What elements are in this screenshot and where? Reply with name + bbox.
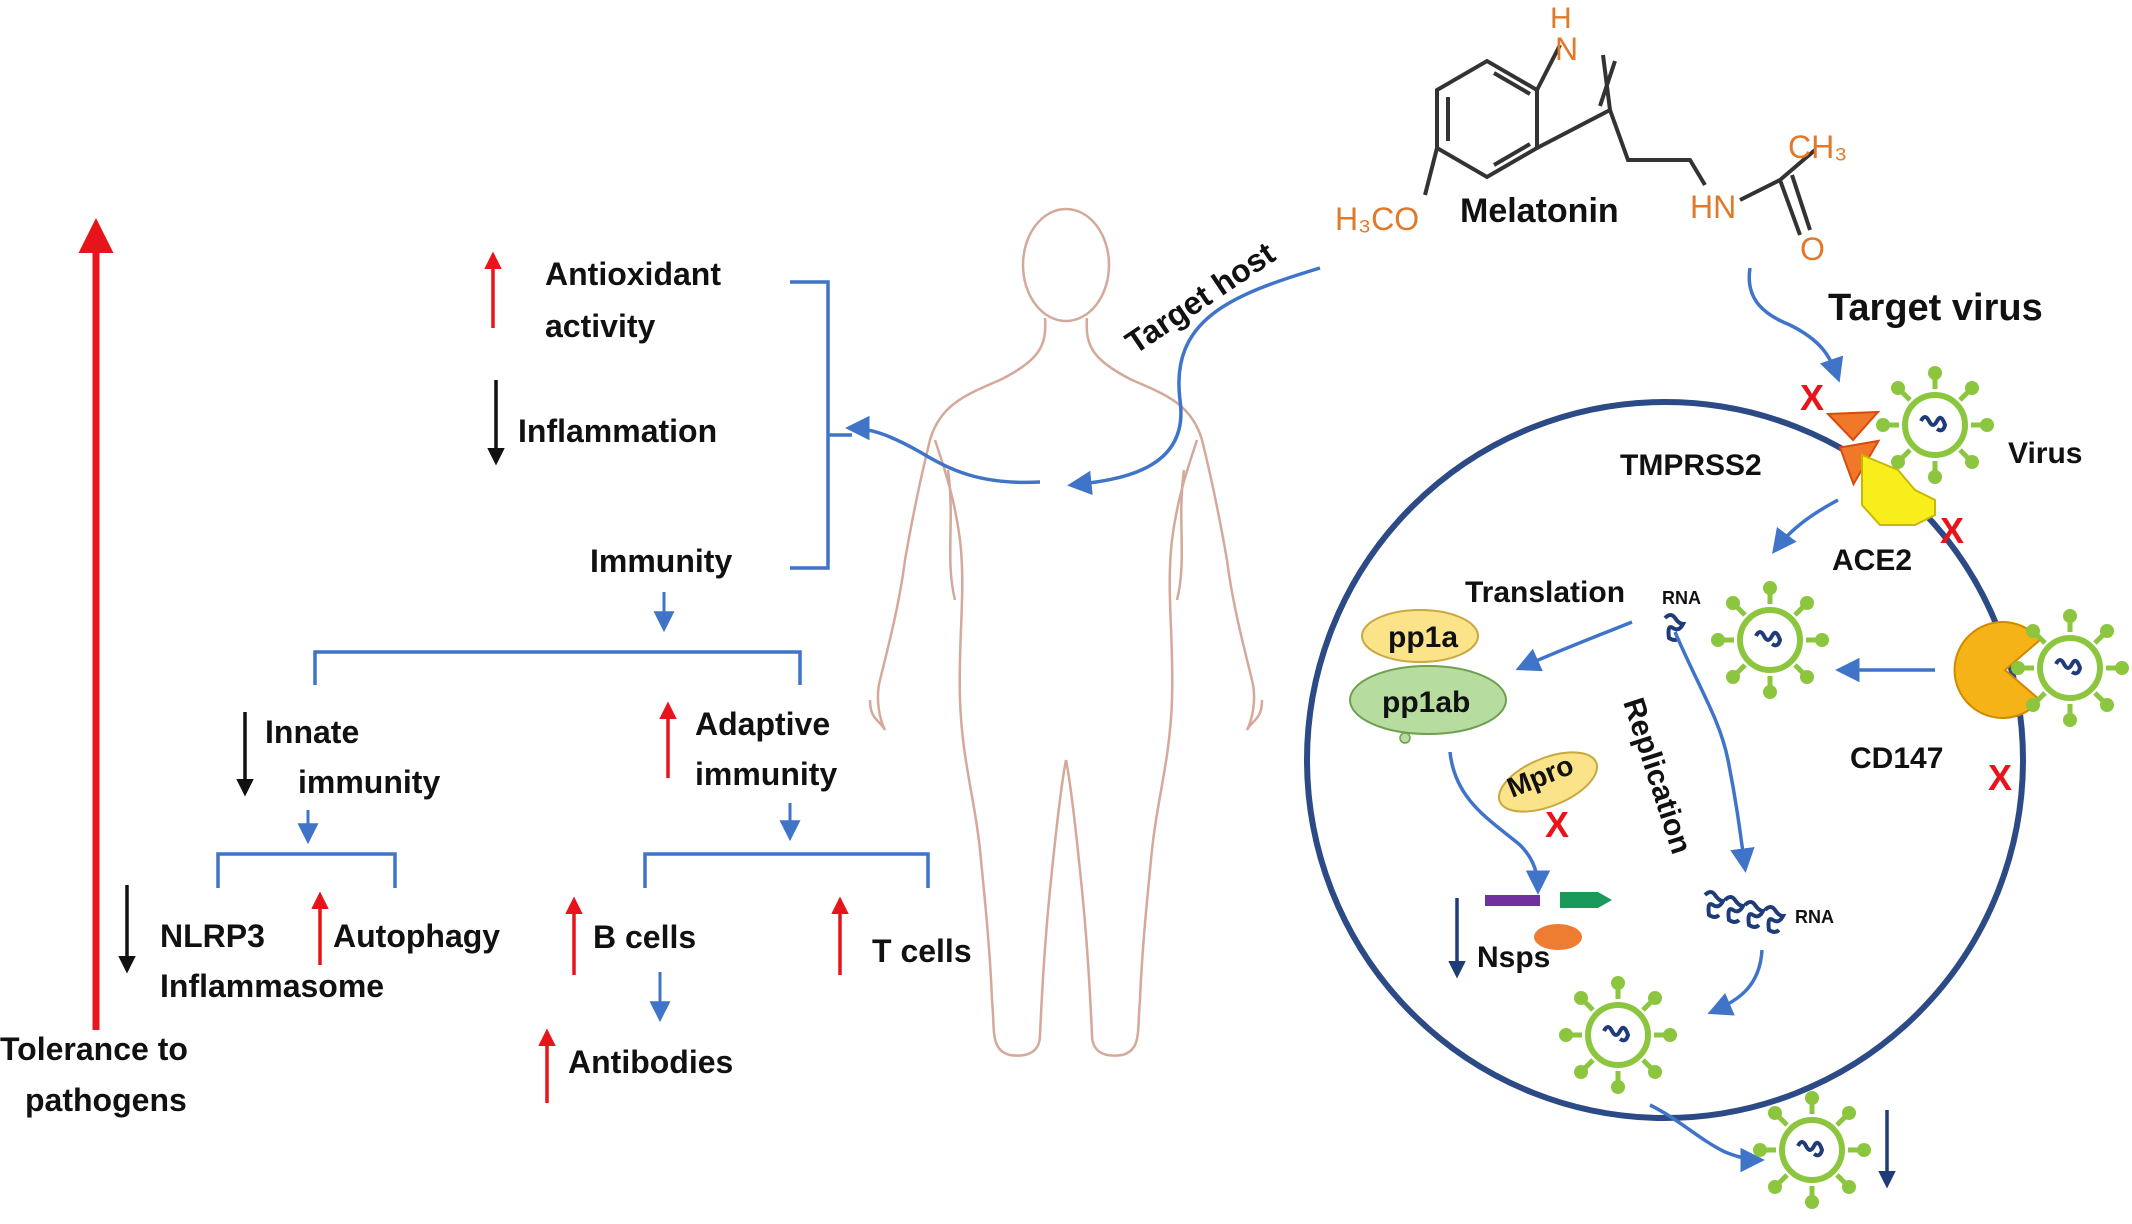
virus-label: Virus xyxy=(2008,437,2083,470)
target-virus-arrow xyxy=(1747,267,1844,383)
cell-membrane xyxy=(1304,399,2026,1121)
released-virus xyxy=(1753,1091,1871,1209)
translation-arrow xyxy=(1515,620,1633,672)
melatonin-structure xyxy=(1423,44,1817,236)
indole-h-label: H xyxy=(1550,2,1572,35)
methoxy-label: H₃CO xyxy=(1335,201,1419,237)
antioxidant-label-line2: activity xyxy=(545,308,655,344)
antioxidant-label-line1: Antioxidant xyxy=(545,256,721,292)
assembled-virus xyxy=(1559,976,1677,1094)
indole-n-label: N xyxy=(1555,31,1578,67)
human-body-outline xyxy=(868,207,1264,1057)
adaptive-bracket xyxy=(643,852,930,888)
innate-label-line2: immunity xyxy=(298,764,440,800)
nlrp3-label-line2: Inflammasome xyxy=(160,968,384,1004)
pp1a-label: pp1a xyxy=(1388,621,1458,654)
surface-virus xyxy=(1876,366,1994,484)
mpro-block-x: X xyxy=(1545,804,1569,845)
mpro-cloud: Mpro xyxy=(1497,749,1599,813)
innate-label-line1: Innate xyxy=(265,714,359,750)
nlrp3-label-line1: NLRP3 xyxy=(160,918,265,954)
cd147-block-x: X xyxy=(1988,757,2012,798)
cd147-virus xyxy=(2011,609,2129,727)
amide-nh-label: HN xyxy=(1690,189,1736,225)
rna-bottom-label: RNA xyxy=(1795,907,1834,927)
host-effects-arrow xyxy=(845,415,1041,485)
replicated-rna-cluster xyxy=(1703,890,1785,934)
tolerance-label-line1: Tolerance to xyxy=(0,1031,188,1067)
pp1ab-cloud: pp1ab xyxy=(1349,665,1507,744)
inflammation-label: Inflammation xyxy=(518,413,717,449)
replication-label: Replication xyxy=(1616,694,1697,858)
assembly-arrow xyxy=(1707,949,1764,1016)
adaptive-label-line2: immunity xyxy=(695,756,837,792)
methyl-label: CH₃ xyxy=(1788,129,1847,165)
nsp-orange-blob xyxy=(1534,924,1582,950)
ace2-block-x: X xyxy=(1940,510,1964,551)
rna-top xyxy=(1663,613,1685,642)
target-virus-label: Target virus xyxy=(1828,287,2043,329)
internal-virus xyxy=(1711,581,1829,699)
antibodies-label: Antibodies xyxy=(568,1044,733,1080)
ace2-receptor xyxy=(1861,453,1936,526)
autophagy-label: Autophagy xyxy=(333,918,500,954)
host-effects-bracket xyxy=(790,280,852,570)
tmprss2-block-x: X xyxy=(1800,377,1824,418)
replication-arrow xyxy=(1673,631,1755,873)
ace2-entry-arrow xyxy=(1772,498,1839,554)
target-host-label: Target host xyxy=(1119,235,1282,361)
immunity-branch-bracket xyxy=(313,650,802,685)
melatonin-atom-labels: H N H₃CO HN O CH₃ Melatonin xyxy=(1335,2,1847,267)
nsps-label: Nsps xyxy=(1477,941,1550,974)
tmprss2-label: TMPRSS2 xyxy=(1620,449,1762,482)
adaptive-label-line1: Adaptive xyxy=(695,706,830,742)
translation-label: Translation xyxy=(1465,576,1625,609)
processing-arrow xyxy=(1448,751,1551,895)
carbonyl-o-label: O xyxy=(1800,231,1825,267)
pp1ab-label: pp1ab xyxy=(1382,686,1470,719)
target-host-arrow xyxy=(1067,266,1321,496)
cd147-receptor xyxy=(1953,621,2042,719)
nsp-purple-bar xyxy=(1485,895,1540,906)
nsp-green-arrow-shape xyxy=(1560,892,1612,908)
innate-bracket xyxy=(216,852,397,888)
tolerance-label-line2: pathogens xyxy=(25,1082,187,1118)
immunity-label: Immunity xyxy=(590,543,732,579)
tcells-label: T cells xyxy=(872,933,972,969)
melatonin-name: Melatonin xyxy=(1460,192,1619,230)
ace2-label: ACE2 xyxy=(1832,544,1912,577)
bcells-label: B cells xyxy=(593,919,696,955)
cd147-label: CD147 xyxy=(1850,742,1943,775)
pp1a-cloud: pp1a xyxy=(1361,609,1479,663)
release-arrow xyxy=(1649,1103,1765,1173)
rna-top-label: RNA xyxy=(1662,588,1701,608)
